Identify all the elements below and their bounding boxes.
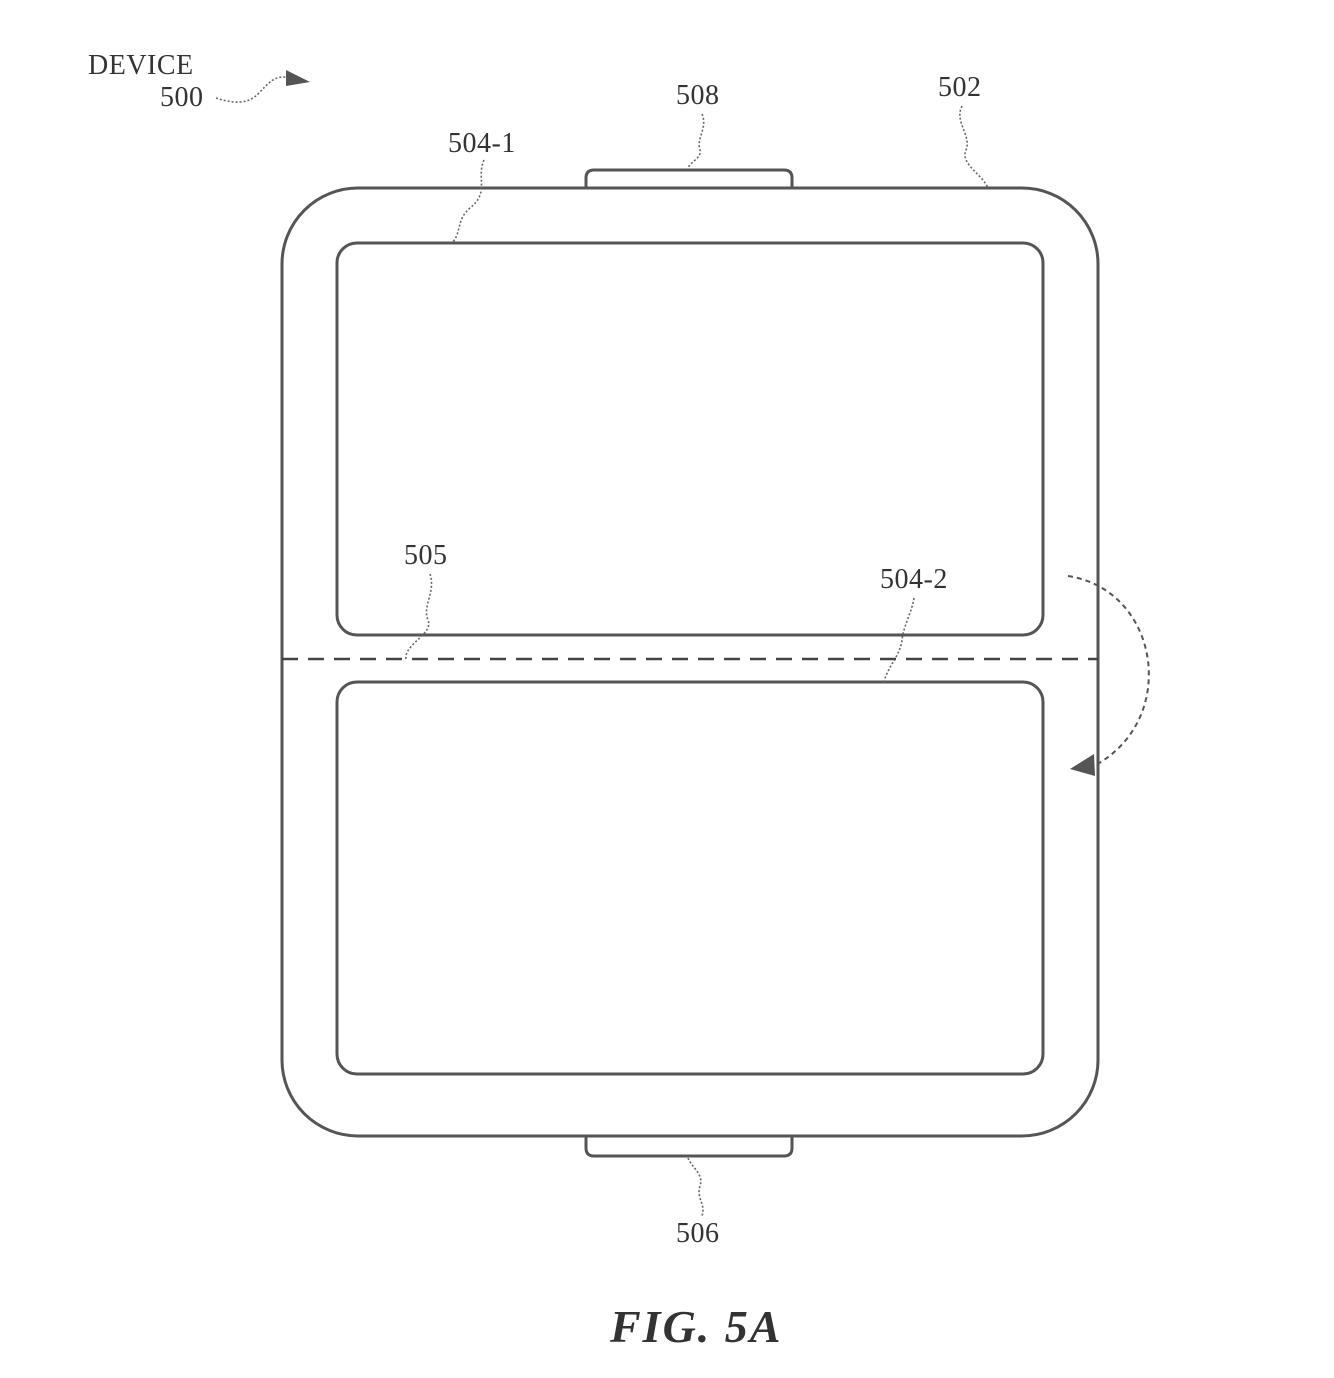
display-bottom-label: 504-2 (880, 564, 948, 595)
display-bottom (335, 680, 1045, 1076)
display-top (335, 241, 1045, 637)
display-bottom-leader (883, 597, 915, 683)
top-connector-label: 508 (676, 80, 720, 111)
device-housing (280, 186, 1100, 1138)
bottom-connector-leader (687, 1157, 704, 1217)
housing-leader (959, 105, 989, 189)
device-label-number: 500 (160, 82, 204, 113)
figure-caption: FIG. 5A (609, 1301, 782, 1352)
fold-arrowhead-icon (1070, 754, 1095, 776)
display-top-label: 504-1 (448, 128, 516, 159)
fold-axis-leader (405, 573, 433, 660)
housing-label: 502 (938, 72, 982, 103)
fold-axis-label: 505 (404, 540, 448, 571)
device-arrowhead-icon (286, 70, 310, 86)
top-connector-leader (687, 113, 705, 169)
bottom-connector-label: 506 (676, 1218, 720, 1249)
top-connector (584, 168, 794, 188)
fold-direction-arc (1067, 575, 1150, 767)
device-label-word: DEVICE (88, 50, 194, 81)
device-leader-arrow (215, 76, 291, 103)
bottom-connector (584, 1136, 794, 1158)
display-top-leader (451, 159, 485, 244)
